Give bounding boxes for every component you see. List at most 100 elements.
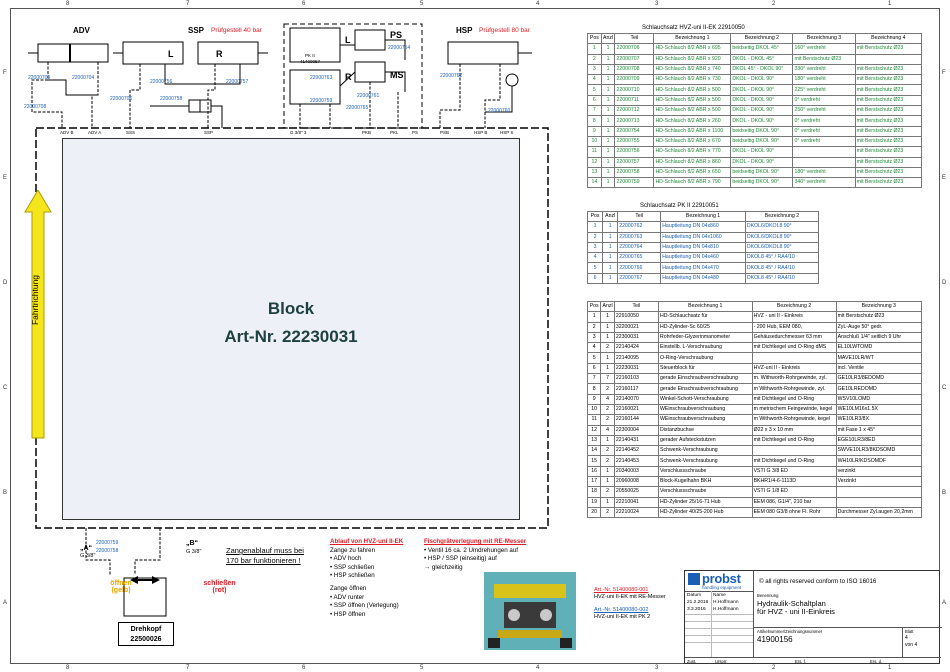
table-cell: 22300004 [613, 424, 660, 436]
direction-label: Fahrtrichtung [30, 274, 40, 326]
table-cell: 9 [586, 393, 602, 405]
ruler-mark: 2 [772, 1, 776, 7]
part-number: 22000706 [110, 96, 133, 102]
table-cell: GE10LREDOMD [835, 383, 923, 395]
table-cell: 16 [586, 465, 602, 478]
table-cell: 250° verdreht [792, 105, 856, 117]
table-cell: 2 [586, 321, 602, 333]
pressure-note-line: Zangenablauf muss bei [226, 546, 304, 555]
table-cell: 32200021 [613, 321, 660, 333]
ruler-mark: 7 [186, 1, 190, 7]
port-a-label: „A“ [80, 545, 93, 552]
table-cell: 1 [600, 105, 616, 117]
ruler-mark: C [3, 385, 8, 391]
table-cell: 22230031 [613, 362, 660, 375]
table-cell: 1 [600, 135, 616, 148]
table-cell: Block-Kugelhahn BKH [658, 476, 753, 488]
table-cell: DKOL8 45° / RA4/10 [744, 252, 820, 264]
part-number: 22000756 [150, 79, 173, 85]
table-cell: HD-Schlauch 8/2 ABR x 1100 [653, 125, 732, 137]
port-label: SSS [126, 130, 136, 135]
art-ref-link[interactable]: Art.-Nr. 51400080-002 [594, 607, 649, 613]
table-cell: 3 [586, 331, 602, 344]
table-cell: HD-Zylinder 40/25-200 Hub [658, 506, 753, 519]
ruler-mark: 8 [66, 1, 70, 7]
footer-cell: Zust. [687, 659, 697, 664]
table-cell: 4 [586, 342, 602, 354]
logo-text: probst [702, 571, 741, 586]
title-block-footer: Zust. Ursprr. Ers. f. Ers. d. [685, 657, 941, 666]
table-cell: 7 [600, 373, 615, 385]
table-cell: WE10LM16x1.5X [835, 403, 923, 416]
valve-pk-label: PK II [305, 53, 315, 58]
table-cell [792, 156, 856, 168]
table-cell: 4 [587, 74, 602, 86]
table-cell: 1 [600, 84, 616, 96]
part-number: 22000757 [226, 79, 249, 85]
table-cell: HD-Schlauch 8/2 ABR x 670 [653, 135, 732, 148]
table-cell: 20 [586, 506, 602, 519]
table-cell: gerade Einschraubverschraubung [658, 383, 753, 395]
table-cell: Schwenk-Verschraubung [658, 455, 753, 467]
table-cell: DKOL - DKOL 45° [730, 53, 794, 65]
table-cell: Rohrfeder-Glyzerinmanometer [658, 331, 753, 344]
table-cell: 15 [586, 455, 602, 467]
table-cell: HD-Schlauch 8/2 ABR x 650 [653, 166, 732, 179]
table-cell: DKOL - DKOL 90° [730, 115, 794, 127]
table-cell: 12 [586, 424, 602, 436]
table1-header: Bezeichnung 4 [854, 32, 923, 45]
table-cell: 1 [600, 434, 615, 447]
art-ref-text: HVZ-uni II-EK mit RE-Messer [594, 594, 666, 600]
table-cell: 1 [600, 496, 615, 508]
title-line: Hydraulik-Schaltplan [757, 599, 826, 608]
table-cell: 2 [600, 506, 615, 519]
hsp-cylinder [447, 41, 519, 65]
table-cell: DKOL - DKOL 90° [730, 156, 794, 168]
ssp-right-letter: R [216, 49, 223, 59]
art-ref-link[interactable]: Art.-Nr. 51400080-001 [594, 587, 649, 593]
table-cell: 2 [600, 486, 615, 498]
hsp-label: HSP [456, 26, 473, 35]
table-cell: 22140424 [613, 342, 660, 354]
ruler-mark: A [942, 600, 947, 606]
table-cell: 18 [586, 486, 602, 498]
pressure-note-line: 170 bar funktionieren ! [226, 556, 301, 565]
table-cell: 22000757 [614, 156, 655, 168]
table-cell: 7 [586, 373, 602, 385]
table-cell: mit Berstschutz Ø23 [854, 115, 923, 127]
table1-header: Bezeichnung 1 [653, 32, 732, 45]
table-cell: mit Berstschutz Ø23 [854, 63, 923, 76]
table-cell: beidseitig DKOL 90° [730, 166, 794, 179]
table-cell: HD-Schlauch 8/2 ABR x 730 [653, 74, 732, 86]
table2-title: Schlauchsatz PK II 22910051 [640, 203, 719, 209]
table-cell: 1 [600, 146, 616, 158]
logo-subtitle: handling equipment [702, 585, 742, 590]
part-number: 22000704 [72, 75, 95, 81]
table-cell: 1 [602, 221, 619, 233]
drawing-number: 41900156 [757, 635, 793, 644]
port-label: PS [412, 130, 419, 135]
port-label: SSP [204, 130, 214, 135]
ruler-mark: D [3, 280, 8, 286]
table-cell: 22160144 [613, 414, 660, 426]
ruler-mark: E [942, 175, 947, 181]
sequence-line: • HSP schließen [330, 572, 375, 580]
table-cell: Verzinkt [835, 476, 923, 488]
sequence-line: • SSP schließen [330, 563, 375, 571]
ruler-mark: F [3, 70, 7, 76]
port-label: HSP S [500, 130, 514, 135]
table-cell: 3 [586, 241, 604, 254]
table-cell: DKOL - DKOL 90° [730, 146, 794, 158]
table-cell: mit Berstschutz Ø23 [835, 311, 923, 323]
revision-cell: Name [713, 593, 726, 598]
